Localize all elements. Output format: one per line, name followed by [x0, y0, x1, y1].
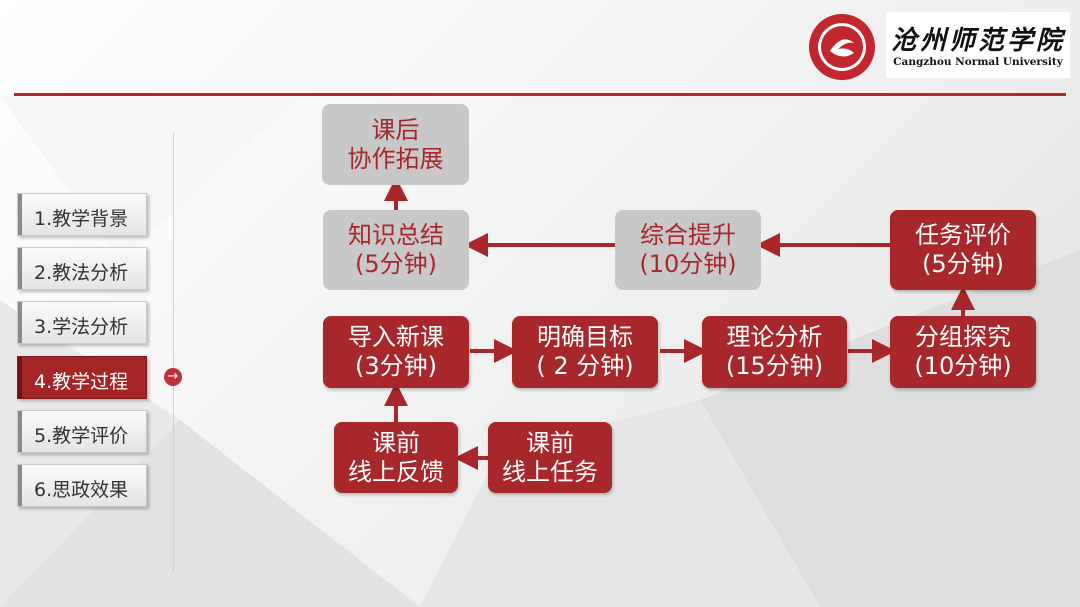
nav-item-teaching-evaluation[interactable]: 5.教学评价 [17, 410, 147, 453]
flow-intro: 导入新课 (3分钟) [323, 316, 469, 388]
flow-after-class: 课后 协作拓展 [322, 104, 469, 185]
flow-improve: 综合提升 (10分钟) [615, 210, 761, 290]
flow-evaluate: 任务评价 (5分钟) [890, 210, 1036, 290]
arrow-right-icon: → [164, 368, 182, 386]
flow-evaluate-line2: (5分钟) [922, 250, 1004, 278]
flow-summary-line2: (5分钟) [355, 250, 437, 278]
flow-goal: 明确目标 ( 2 分钟) [512, 316, 658, 388]
nav-item-label: 2.教法分析 [34, 262, 129, 284]
flow-improve-line1: 综合提升 [640, 221, 736, 250]
flow-goal-line1: 明确目标 [537, 323, 633, 352]
nav-item-label: 3.学法分析 [34, 316, 129, 338]
flow-intro-line1: 导入新课 [348, 323, 444, 352]
nav-divider [173, 133, 174, 573]
university-logo: 沧州师范学院 Cangzhou Normal University [886, 12, 1070, 78]
flow-summary: 知识总结 (5分钟) [323, 210, 469, 290]
flow-feedback: 课前 线上反馈 [334, 422, 458, 493]
flow-group-line1: 分组探究 [915, 323, 1011, 352]
flow-after-class-line1: 课后 [371, 115, 420, 144]
flow-feedback-line2: 线上反馈 [348, 457, 444, 486]
nav-item-label: 4.教学过程 [34, 371, 129, 393]
nav-item-label: 6.思政效果 [34, 479, 129, 501]
flow-after-class-line2: 协作拓展 [347, 144, 444, 173]
header-divider [14, 93, 1066, 96]
flow-summary-line1: 知识总结 [348, 221, 444, 250]
nav-item-teaching-process[interactable]: 4.教学过程 [17, 356, 147, 399]
flow-group: 分组探究 (10分钟) [890, 316, 1036, 388]
flow-intro-line2: (3分钟) [355, 352, 437, 380]
flow-group-line2: (10分钟) [914, 352, 1012, 380]
flow-improve-line2: (10分钟) [639, 250, 737, 278]
flow-evaluate-line1: 任务评价 [915, 221, 1011, 250]
flow-theory: 理论分析 (15分钟) [702, 316, 847, 388]
flow-task: 课前 线上任务 [488, 422, 612, 493]
nav-item-background[interactable]: 1.教学背景 [17, 193, 147, 236]
flow-task-line2: 线上任务 [502, 457, 598, 486]
nav-item-label: 1.教学背景 [34, 208, 129, 230]
university-seal-icon [809, 14, 875, 80]
flow-theory-line1: 理论分析 [726, 323, 823, 352]
flow-task-line1: 课前 [526, 428, 574, 457]
logo-cn: 沧州师范学院 [890, 26, 1065, 56]
flow-theory-line2: (15分钟) [725, 352, 824, 380]
logo-en: Cangzhou Normal University [893, 56, 1063, 68]
nav-item-label: 5.教学评价 [34, 425, 129, 447]
nav-item-teaching-method[interactable]: 2.教法分析 [17, 247, 147, 290]
flow-feedback-line1: 课前 [372, 428, 420, 457]
flow-goal-line2: ( 2 分钟) [536, 352, 634, 380]
nav-item-ideology-effect[interactable]: 6.思政效果 [17, 464, 147, 507]
nav-item-learning-method[interactable]: 3.学法分析 [17, 301, 147, 344]
